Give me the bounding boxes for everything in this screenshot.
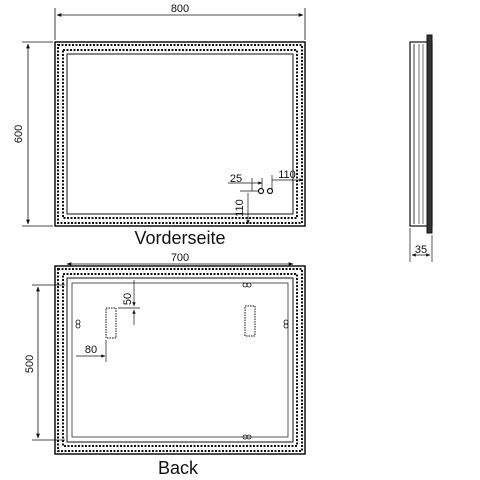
side-profile-frame — [426, 34, 433, 234]
switch-edge-y-label: 110 — [234, 199, 246, 217]
side-depth-label: 35 — [415, 244, 427, 256]
back-caption: Back — [158, 458, 199, 478]
front-height-label: 600 — [13, 125, 25, 143]
front-view: 800 600 25 110 110 Vorderseite — [13, 3, 306, 248]
front-led-band-outer — [57, 44, 303, 224]
mounting-bracket-left — [105, 307, 117, 339]
front-mirror-surface — [66, 53, 294, 215]
switch-edge-x-label: 110 — [278, 169, 296, 181]
back-bracket-height-label: 500 — [24, 355, 36, 373]
bracket-offset-x-label: 80 — [85, 344, 97, 356]
mounting-hole-icon — [242, 434, 252, 440]
mounting-hole-icon — [75, 319, 81, 329]
back-panel — [66, 277, 294, 443]
touch-switch-icon — [257, 187, 265, 195]
back-view: 700 500 50 80 Back — [24, 252, 306, 478]
back-led-band-inner — [62, 273, 298, 447]
switch-offset-x-label: 25 — [230, 173, 242, 185]
mounting-hole-icon — [283, 319, 289, 329]
back-frame-outer — [54, 265, 306, 455]
front-frame-outer — [54, 41, 306, 227]
front-width-label: 800 — [171, 3, 189, 15]
back-bracket-width-label: 700 — [171, 252, 189, 264]
mounting-bracket-right — [244, 305, 256, 337]
back-panel-inner — [71, 282, 289, 438]
touch-switch-icon — [266, 187, 274, 195]
mounting-hole-icon — [242, 282, 252, 288]
bracket-offset-y-label: 50 — [122, 293, 134, 305]
back-led-band-outer — [57, 268, 303, 452]
side-view: 35 — [409, 34, 433, 262]
front-caption: Vorderseite — [134, 228, 225, 248]
front-led-band-inner — [62, 49, 298, 219]
